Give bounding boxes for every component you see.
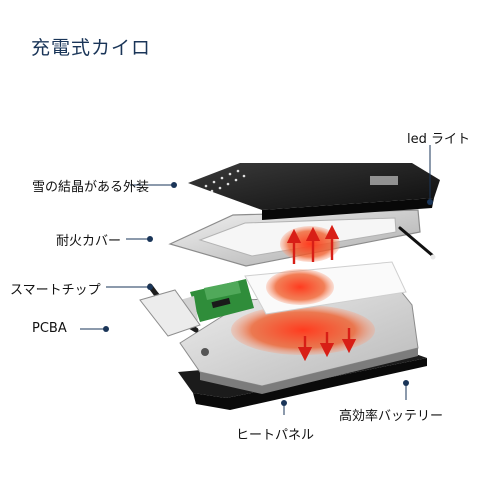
callout-dot-pcba	[103, 326, 109, 332]
callout-dot-led	[427, 199, 433, 205]
label-fire-cover: 耐火カバー	[56, 234, 122, 249]
callout-lines	[80, 145, 431, 415]
battery-tray	[179, 289, 419, 394]
label-snowflake-shell: 雪の結晶がある外装	[32, 180, 150, 195]
callout-dot-battery	[403, 380, 409, 386]
battery-cell	[244, 261, 407, 315]
label-heat-panel: ヒートパネル	[236, 428, 315, 443]
heat-arrows-up	[286, 224, 340, 264]
heat-arrows-down	[297, 328, 357, 362]
page-title: 充電式カイロ	[31, 37, 152, 59]
fire-cover	[168, 209, 436, 267]
callout-dots	[103, 182, 433, 406]
heat-glow-lower	[231, 305, 375, 355]
label-led-light: led ライト	[407, 132, 470, 147]
label-smart-chip: スマートチップ	[10, 283, 101, 298]
label-pcba: PCBA	[32, 321, 67, 336]
snowflake-pattern	[204, 169, 246, 193]
top-shell	[188, 163, 440, 220]
callout-dot-smart-chip	[147, 284, 153, 290]
callout-dot-fire-cover	[147, 236, 153, 242]
callout-dot-heat-panel	[281, 400, 287, 406]
smart-chip-connector	[139, 289, 201, 337]
callout-dot-shell	[171, 182, 177, 188]
label-battery: 高効率バッテリー	[339, 409, 444, 424]
